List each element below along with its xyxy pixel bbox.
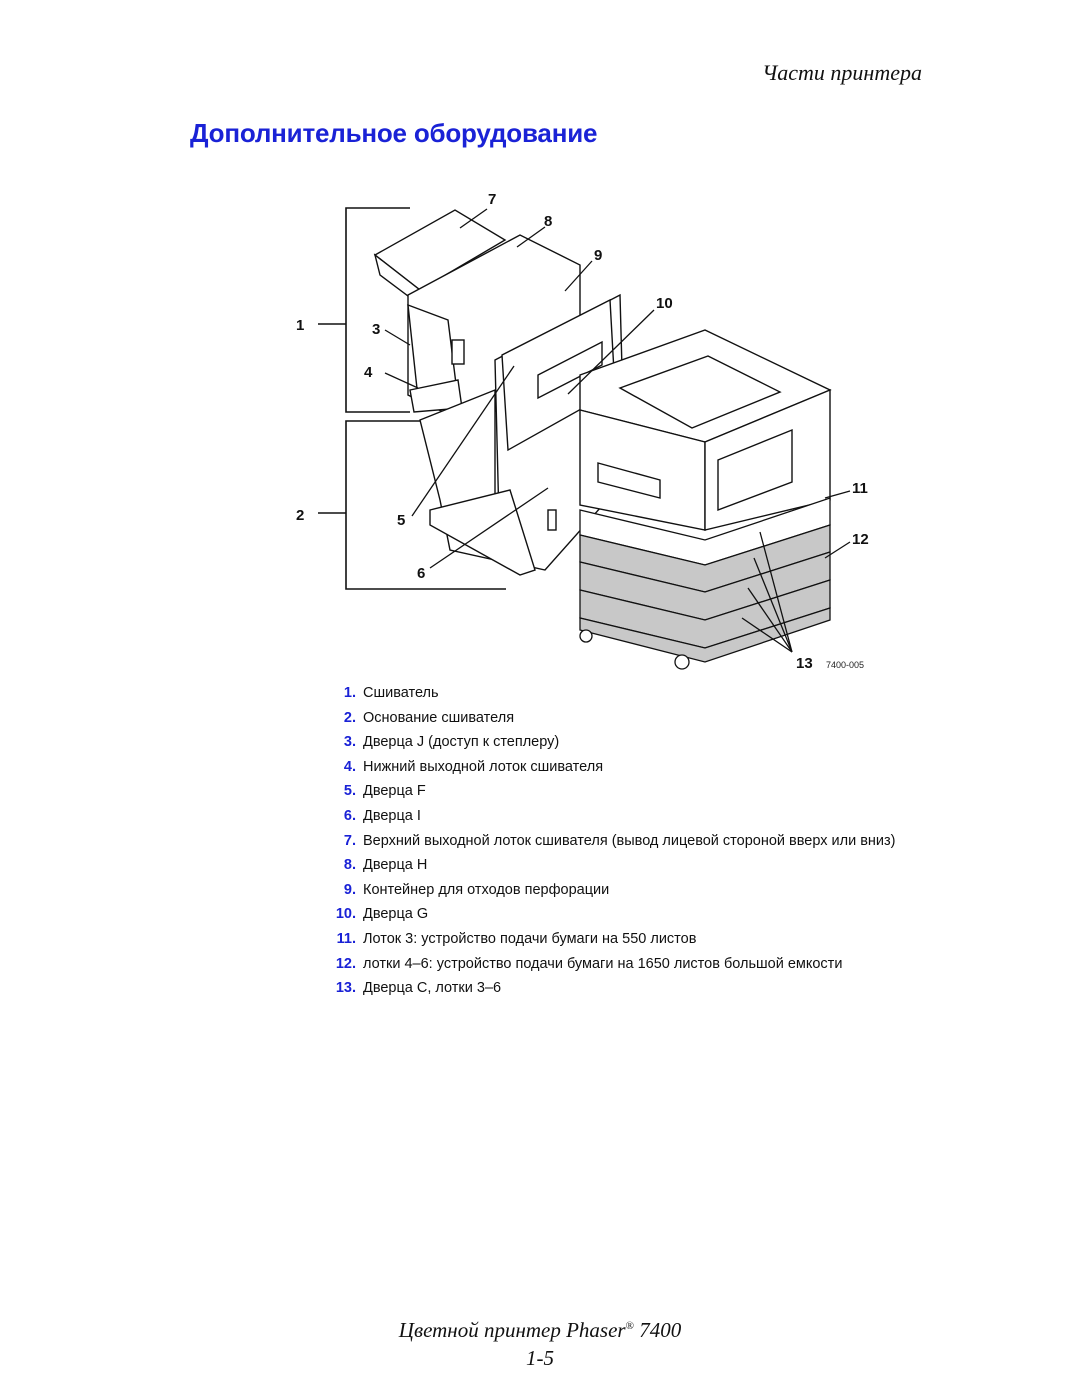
legend-text: Дверца I: [363, 807, 421, 824]
legend-item: 9. Контейнер для отходов перфорации: [326, 878, 926, 903]
parts-legend: 1. Сшиватель 2. Основание сшивателя 3. Двер…: [326, 681, 926, 1001]
legend-item: 2. Основание сшивателя: [326, 706, 926, 731]
legend-number: 1.: [343, 685, 356, 701]
legend-text: Лоток 3: устройство подачи бумаги на 550…: [363, 930, 697, 947]
legend-text: Основание сшивателя: [363, 709, 515, 726]
legend-number: 4.: [343, 758, 356, 775]
bracket-finisher-base: [318, 420, 506, 590]
legend-number: 9.: [343, 881, 356, 898]
callout-12: 12: [852, 531, 869, 548]
bracket-finisher: [318, 207, 410, 413]
footer-product-name: Цветной принтер Phaser: [398, 1318, 626, 1342]
printer-illustration: 1 2 3 4 5 6 7 8 9 10 11 12 13 7400-005: [280, 180, 880, 680]
callout-10: 10: [656, 295, 673, 312]
callout-2: 2: [296, 507, 304, 524]
page-number: 1-5: [526, 1346, 554, 1370]
footer-product-title: Цветной принтер Phaser® 7400: [0, 1318, 1080, 1343]
callout-1: 1: [296, 317, 304, 334]
legend-item: 10. Дверца G: [326, 902, 926, 927]
figure-id: 7400-005: [826, 660, 864, 670]
legend-number: 13.: [335, 980, 356, 997]
legend-number: 8.: [343, 857, 356, 874]
legend-item: 6. Дверца I: [326, 804, 926, 829]
page-title: Дополнительное оборудование: [190, 118, 598, 148]
legend-number: 3.: [343, 734, 356, 751]
legend-text: Дверца F: [363, 783, 426, 800]
header-section-title: Части принтера: [762, 60, 922, 85]
legend-number: 7.: [343, 832, 356, 849]
legend-text: Верхний выходной лоток сшивателя (вывод …: [363, 832, 896, 849]
legend-text: Контейнер для отходов перфорации: [363, 881, 610, 898]
legend-text: лотки 4–6: устройство подачи бумаги на 1…: [363, 955, 843, 972]
legend-item: 13. Дверца C, лотки 3–6: [326, 976, 926, 1001]
legend-text: Дверца G: [363, 906, 429, 923]
callout-3: 3: [372, 321, 380, 338]
legend-item: 8. Дверца H: [326, 853, 926, 878]
legend-item: 3. Дверца J (доступ к степлеру): [326, 730, 926, 755]
legend-item: 1. Сшиватель: [326, 681, 926, 706]
callout-4: 4: [364, 364, 373, 381]
legend-text: Сшиватель: [363, 685, 439, 701]
legend-text: Нижний выходной лоток сшивателя: [363, 758, 604, 775]
legend-item: 7. Верхний выходной лоток сшивателя (выво…: [326, 829, 926, 854]
legend-item: 4. Нижний выходной лоток сшивателя: [326, 755, 926, 780]
legend-number: 2.: [343, 709, 356, 726]
legend-number: 11.: [336, 930, 356, 947]
trademark-symbol: ®: [625, 1320, 634, 1332]
leader-lines: [384, 208, 851, 653]
callout-6: 6: [417, 565, 425, 582]
legend-number: 5.: [343, 783, 356, 800]
legend-text: Дверца J (доступ к степлеру): [363, 734, 560, 751]
legend-text: Дверца H: [363, 857, 428, 874]
legend-number: 6.: [343, 807, 356, 824]
legend-item: 5. Дверца F: [326, 779, 926, 804]
callout-13: 13: [796, 655, 813, 672]
callout-7: 7: [488, 191, 496, 208]
callout-5: 5: [397, 512, 405, 529]
legend-item: 12. лотки 4–6: устройство подачи бумаги н…: [326, 952, 926, 977]
callout-8: 8: [544, 213, 552, 230]
legend-number: 10.: [335, 906, 356, 923]
legend-number: 12.: [335, 955, 356, 972]
legend-item: 11. Лоток 3: устройство подачи бумаги на …: [326, 927, 926, 952]
printer-diagram: 1 2 3 4 5 6 7 8 9 10 11 12 13 7400-005: [296, 191, 869, 672]
printer-body: [579, 329, 832, 531]
callout-9: 9: [594, 247, 602, 264]
footer-model: 7400: [639, 1318, 682, 1342]
callout-11: 11: [852, 480, 868, 497]
legend-text: Дверца C, лотки 3–6: [363, 980, 502, 997]
